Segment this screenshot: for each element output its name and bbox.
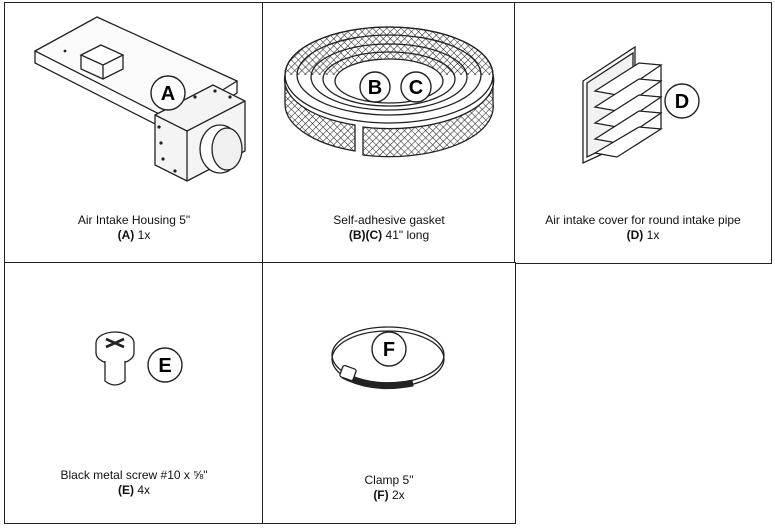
air-intake-housing-illustration: A [33, 16, 246, 182]
part-qty: 1x [137, 228, 151, 242]
svg-text:D: D [675, 91, 689, 113]
screw-illustration: E [95, 331, 183, 386]
part-qty: 41" long [385, 228, 430, 242]
part-card-clamp: F Clamp 5" (F) 2x [262, 262, 516, 524]
svg-text:F: F [383, 339, 395, 361]
part-code: (D) [626, 228, 644, 242]
gasket-roll-illustration: B C [283, 26, 495, 158]
badge-f: F [371, 331, 407, 367]
part-name: Self-adhesive gasket [333, 213, 445, 227]
badge-a: A [150, 75, 186, 111]
part-card-screw: E Black metal screw #10 x ⅝" (E) 4x [4, 262, 264, 524]
part-card-air-intake-housing: A Air Intake Housing 5" (A) 1x [4, 2, 264, 264]
svg-text:C: C [409, 77, 423, 99]
badge-b: B [359, 71, 391, 103]
badge-c: C [400, 71, 432, 103]
part-caption: Air intake cover for round intake pipe (… [515, 213, 771, 243]
part-code: (A) [117, 228, 135, 242]
part-caption: Self-adhesive gasket (B)(C) 41" long [263, 213, 515, 243]
part-name: Air intake cover for round intake pipe [545, 213, 741, 227]
part-code: (F) [373, 488, 389, 502]
part-code: (B)(C) [348, 228, 383, 242]
badge-e: E [147, 347, 183, 383]
part-qty: 2x [391, 488, 405, 502]
part-card-intake-cover: D Air intake cover for round intake pipe… [514, 2, 772, 264]
part-qty: 1x [646, 228, 660, 242]
clamp-illustration: F [331, 326, 445, 390]
svg-text:A: A [161, 83, 175, 105]
intake-cover-illustration: D [582, 45, 700, 165]
part-caption: Clamp 5" (F) 2x [263, 473, 515, 503]
part-qty: 4x [137, 483, 151, 497]
part-caption: Black metal screw #10 x ⅝" (E) 4x [5, 468, 263, 498]
part-name: Black metal screw #10 x ⅝" [60, 468, 208, 482]
part-card-gasket: B C Self-adhesive gasket (B)(C) 41" long [262, 2, 516, 264]
svg-text:B: B [368, 77, 382, 99]
svg-text:E: E [158, 355, 171, 377]
part-name: Clamp 5" [364, 473, 414, 487]
part-code: (E) [117, 483, 134, 497]
part-name: Air Intake Housing 5" [77, 213, 191, 227]
badge-d: D [664, 83, 700, 119]
parts-grid: A Air Intake Housing 5" (A) 1x [4, 2, 772, 524]
part-caption: Air Intake Housing 5" (A) 1x [5, 213, 263, 243]
